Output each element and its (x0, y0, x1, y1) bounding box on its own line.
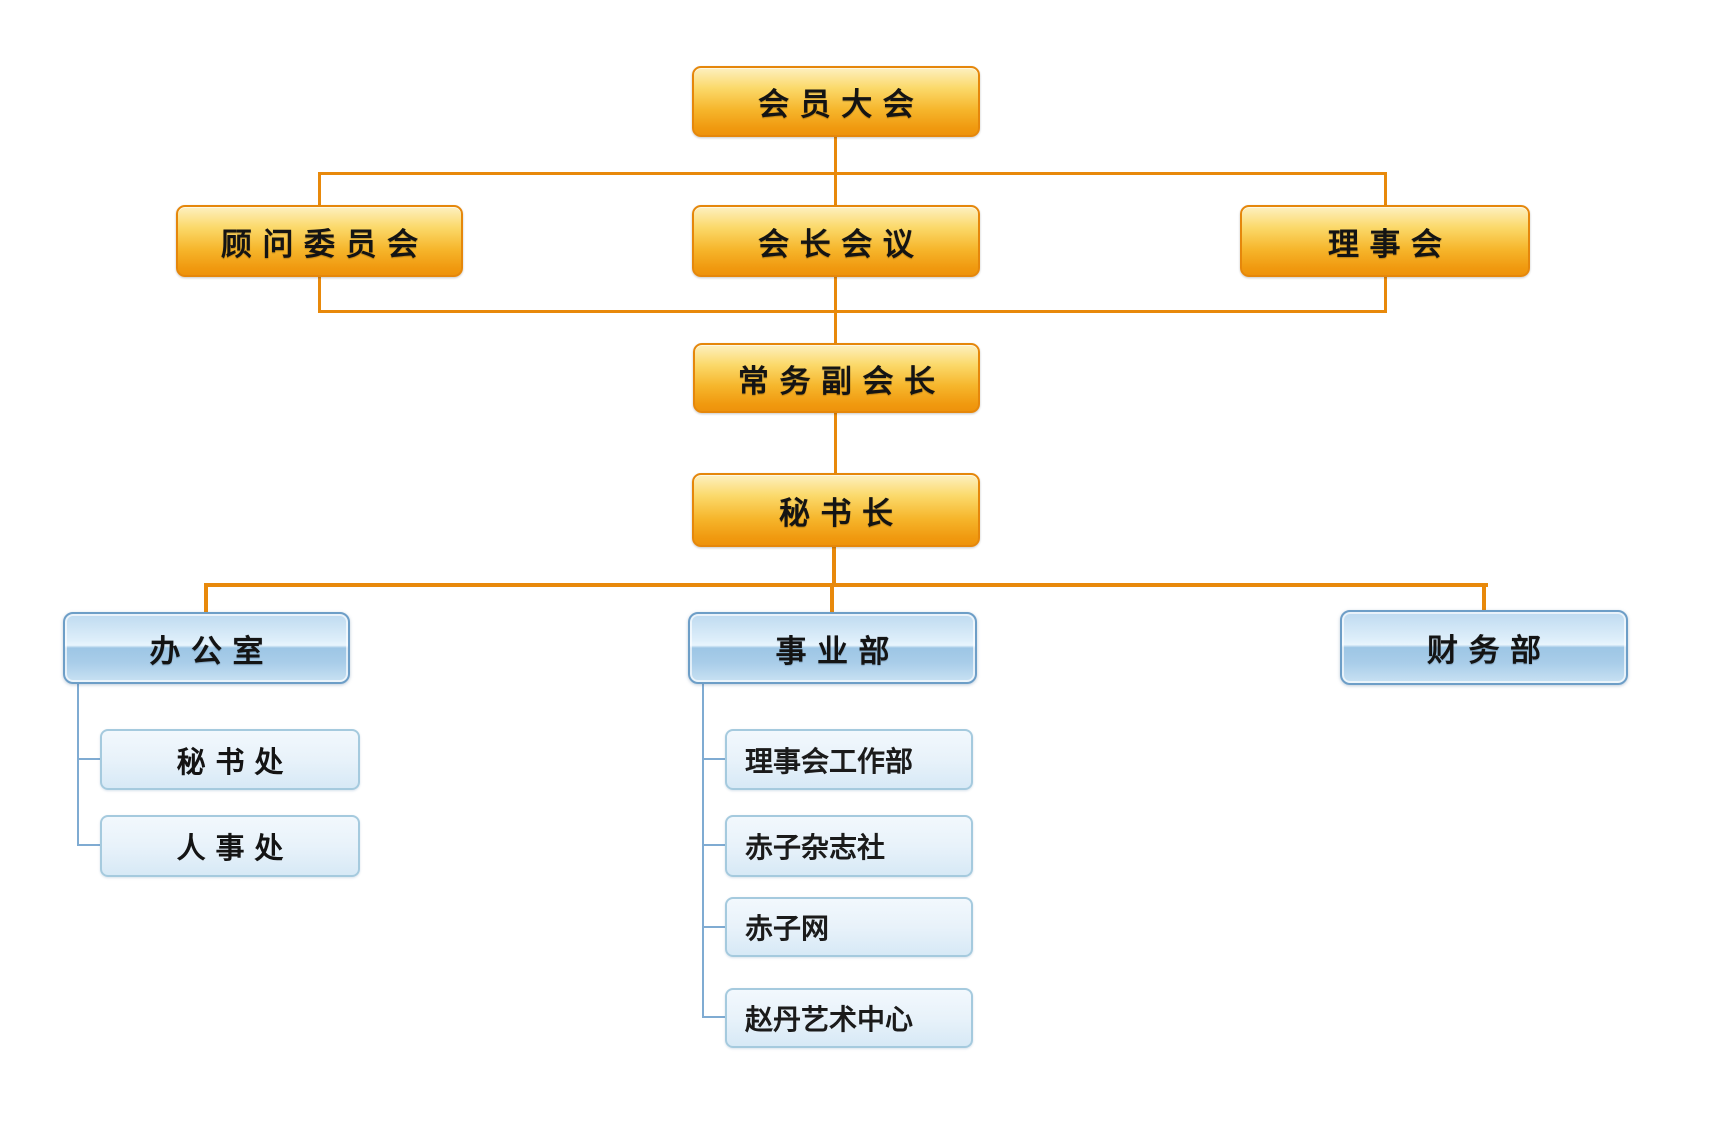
connector-business-rail (702, 684, 704, 1018)
node-label-chizi-net: 赤子网 (745, 913, 830, 944)
node-advisory-committee: 顾问委员会 (176, 205, 463, 277)
connector-departments-rail (204, 583, 1488, 587)
node-label-chizi-magazine: 赤子杂志社 (745, 832, 886, 863)
node-label-executive-vp: 常务副会长 (737, 363, 946, 399)
node-label-secretary-general: 秘书长 (778, 495, 904, 531)
node-label-business-division: 事业部 (775, 633, 901, 669)
node-label-council: 理事会 (1327, 226, 1453, 262)
connector-business-drop (830, 583, 834, 612)
node-label-finance: 财务部 (1426, 633, 1552, 668)
node-member-assembly: 会员大会 (692, 66, 980, 137)
node-executive-vp: 常务副会长 (693, 343, 980, 413)
connector-presidents-drop (834, 172, 837, 205)
node-finance: 财务部 (1340, 610, 1628, 685)
connector-advisory-drop (318, 172, 321, 205)
node-label-advisory-committee: 顾问委员会 (220, 226, 429, 262)
node-label-personnel: 人事处 (176, 833, 294, 865)
connector-council-work-stub (702, 758, 725, 760)
connector-council-bottom (1384, 277, 1387, 313)
node-council-work-dept: 理事会工作部 (725, 729, 973, 790)
connector-row2-top-rail (318, 172, 1387, 175)
node-zhaodan-art-center: 赵丹艺术中心 (725, 988, 973, 1048)
node-chizi-magazine: 赤子杂志社 (725, 815, 973, 877)
connector-office-rail (77, 684, 79, 846)
connector-net-stub (702, 926, 725, 928)
connector-secretariat-stub (77, 758, 100, 760)
node-label-presidents-meeting: 会长会议 (758, 226, 925, 262)
connector-assembly-down (834, 137, 837, 172)
node-label-secretariat: 秘书处 (176, 746, 294, 779)
node-presidents-meeting: 会长会议 (692, 205, 980, 277)
node-secretariat: 秘书处 (100, 729, 360, 790)
node-label-office: 办公室 (149, 633, 275, 669)
node-business-division: 事业部 (688, 612, 977, 684)
connector-magazine-stub (702, 844, 725, 846)
node-council: 理事会 (1240, 205, 1530, 277)
connector-presidents-to-evp (834, 277, 837, 343)
node-label-council-work-dept: 理事会工作部 (745, 745, 914, 777)
node-secretary-general: 秘书长 (692, 473, 980, 547)
connector-row2-bottom-rail (318, 310, 1387, 313)
connector-office-drop (204, 583, 208, 612)
node-personnel: 人事处 (100, 815, 360, 877)
node-label-zhaodan-art-center: 赵丹艺术中心 (745, 1004, 914, 1035)
connector-personnel-stub (77, 844, 100, 846)
connector-council-drop (1384, 172, 1387, 205)
connector-evp-to-secgen (834, 413, 837, 473)
node-label-member-assembly: 会员大会 (758, 87, 925, 122)
connector-art-center-stub (702, 1016, 725, 1018)
connector-advisory-bottom (318, 277, 321, 313)
connector-finance-drop (1482, 583, 1486, 610)
connector-secgen-down (832, 547, 836, 585)
node-chizi-net: 赤子网 (725, 897, 973, 957)
node-office: 办公室 (63, 612, 350, 684)
